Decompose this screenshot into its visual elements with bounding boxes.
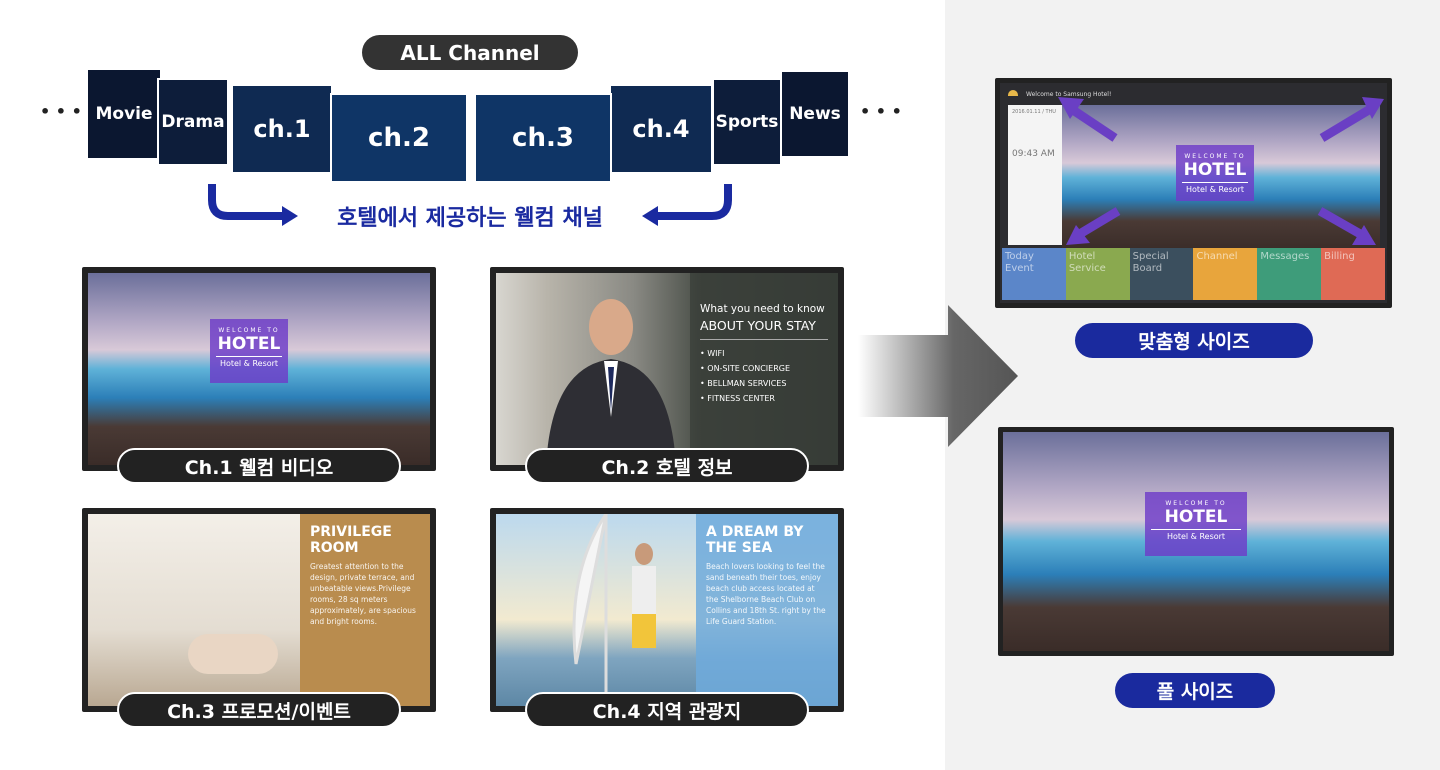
resort-text: Hotel & Resort xyxy=(216,356,282,368)
ch4-label: Ch.4 지역 관광지 xyxy=(525,692,809,728)
custom-size-label: 맞춤형 사이즈 xyxy=(1075,323,1313,358)
date-text: 2016.01.11 / THU xyxy=(1012,109,1056,115)
left-arrow-icon xyxy=(208,184,285,220)
welcome-channel-caption: 호텔에서 제공하는 웰컴 채널 xyxy=(337,206,603,231)
resort-text: Hotel & Resort xyxy=(1182,182,1248,194)
hotel-text: HOTEL xyxy=(217,334,281,354)
ch2-title: ABOUT YOUR STAY xyxy=(700,318,828,340)
bracket-arrows xyxy=(208,184,732,226)
sailboat-photo xyxy=(572,514,656,706)
right-arrow-icon xyxy=(655,184,732,220)
ch4-title: A DREAM BY THE SEA xyxy=(706,524,804,556)
ch4-body: Beach lovers looking to feel the sand be… xyxy=(706,562,826,626)
menu-tile[interactable]: Channel xyxy=(1193,248,1258,300)
channel-card-ch1: ch.1 xyxy=(231,84,333,174)
time-text: 09:43 AM xyxy=(1012,149,1055,159)
welcome-to-text: WELCOME TO xyxy=(1184,153,1246,160)
menu-tile[interactable]: Hotel Service xyxy=(1065,248,1130,300)
channel-card-sports: Sports xyxy=(712,78,782,166)
ch3-tv: PRIVILEGE ROOM Greatest attention to the… xyxy=(82,508,436,712)
channel-card-ch3: ch.3 xyxy=(474,93,612,183)
all-channel-pill: ALL Channel xyxy=(362,35,578,70)
menu-tile[interactable]: Today Event xyxy=(1002,248,1066,300)
welcome-to-text: WELCOME TO xyxy=(218,327,280,334)
channel-card-drama: Drama xyxy=(157,78,229,166)
welcome-to-text: WELCOME TO xyxy=(1165,500,1227,507)
channel-card-ch4: ch.4 xyxy=(609,84,713,174)
ch1-tv: WELCOME TO HOTEL Hotel & Resort xyxy=(82,267,436,471)
menu-tile[interactable]: Messages xyxy=(1257,248,1322,300)
custom-size-tv: Welcome to Samsung Hotel! 2016.01.11 / T… xyxy=(995,78,1392,308)
ch2-subtitle: What you need to know xyxy=(700,303,825,315)
hotel-welcome-box: WELCOME TO HOTEL Hotel & Resort xyxy=(1176,145,1254,201)
hotel-text: HOTEL xyxy=(1183,160,1247,180)
ch4-tv: A DREAM BY THE SEA Beach lovers looking … xyxy=(490,508,844,712)
channel-card-ch2: ch.2 xyxy=(330,93,468,183)
channel-card-movie: Movie xyxy=(88,70,160,158)
full-size-label: 풀 사이즈 xyxy=(1115,673,1275,708)
ellipsis-right: • • • xyxy=(860,102,902,121)
resort-text: Hotel & Resort xyxy=(1151,529,1241,541)
bell-icon xyxy=(1008,90,1018,96)
ellipsis-left: • • • xyxy=(40,102,82,121)
ch2-item: • FITNESS CENTER xyxy=(700,394,775,403)
concierge-photo xyxy=(546,299,676,465)
channel-card-news: News xyxy=(780,70,850,158)
menu-tile[interactable]: Special Board xyxy=(1129,248,1194,300)
hotel-welcome-box: WELCOME TO HOTEL Hotel & Resort xyxy=(1145,492,1247,556)
full-size-tv: WELCOME TO HOTEL Hotel & Resort xyxy=(998,427,1394,656)
ch3-title: PRIVILEGE ROOM xyxy=(310,524,392,556)
big-arrow-icon xyxy=(858,305,1018,447)
ch3-label: Ch.3 프로모션/이벤트 xyxy=(117,692,401,728)
ch1-label: Ch.1 웰컴 비디오 xyxy=(117,448,401,484)
expand-arrows-icon xyxy=(1058,97,1384,245)
menu-tile[interactable]: Billing xyxy=(1321,248,1385,300)
ch3-body: Greatest attention to the design, privat… xyxy=(310,562,416,626)
room-furniture xyxy=(188,634,278,674)
ch2-item: • ON-SITE CONCIERGE xyxy=(700,364,791,373)
ch2-item: • WIFI xyxy=(700,349,725,358)
ch2-label: Ch.2 호텔 정보 xyxy=(525,448,809,484)
ch2-tv: What you need to know ABOUT YOUR STAY • … xyxy=(490,267,844,471)
welcome-message: Welcome to Samsung Hotel! xyxy=(1026,91,1112,98)
hotel-welcome-box: WELCOME TO HOTEL Hotel & Resort xyxy=(210,319,288,383)
hotel-text: HOTEL xyxy=(1164,507,1228,527)
ch2-item: • BELLMAN SERVICES xyxy=(700,379,787,388)
